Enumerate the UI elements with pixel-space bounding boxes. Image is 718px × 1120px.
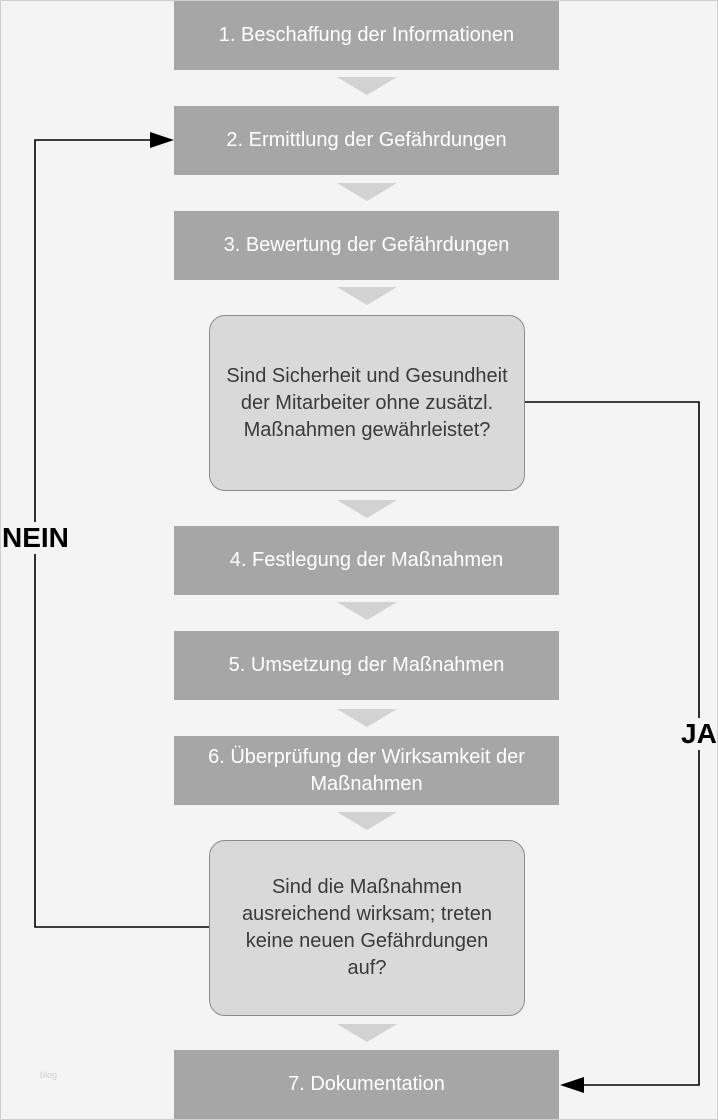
step-4-label: 4. Festlegung der Maßnahmen [229,549,504,571]
step-1-label: 1. Beschaffung der Informationen [218,24,515,46]
step-2-box: 2. Ermittlung der Gefährdungen [174,106,559,175]
step-4-box: 4. Festlegung der Maßnahmen [174,526,559,595]
step-2-label: 2. Ermittlung der Gefährdungen [226,129,507,151]
step-1-box: 1. Beschaffung der Informationen [174,1,559,70]
decision-2-box: Sind die Maßnahmen ausreichend wirksam; … [209,840,525,1016]
decision-2-text: Sind die Maßnahmen ausreichend wirksam; … [241,876,493,979]
step-6-box: 6. Überprüfung der Wirksamkeit der Maßna… [174,736,559,805]
step-5-label: 5. Umsetzung der Maßnahmen [228,654,505,676]
step-7-label: 7. Dokumentation [288,1073,445,1095]
step-3-box: 3. Bewertung der Gefährdungen [174,211,559,280]
step-6-label: 6. Überprüfung der Wirksamkeit der Maßna… [208,745,525,795]
no-arrowhead-icon [150,132,174,148]
yes-path-line [525,401,700,1086]
decision-1-text: Sind Sicherheit und Gesundheit der Mitar… [226,364,508,441]
no-label: NEIN [0,522,71,554]
step-7-box: 7. Dokumentation [174,1050,559,1119]
yes-label: JA [679,718,718,750]
decision-1-box: Sind Sicherheit und Gesundheit der Mitar… [209,315,525,491]
step-5-box: 5. Umsetzung der Maßnahmen [174,631,559,700]
step-3-label: 3. Bewertung der Gefährdungen [223,234,510,256]
yes-arrowhead-icon [560,1077,584,1093]
watermark-text: blog [40,1070,58,1080]
